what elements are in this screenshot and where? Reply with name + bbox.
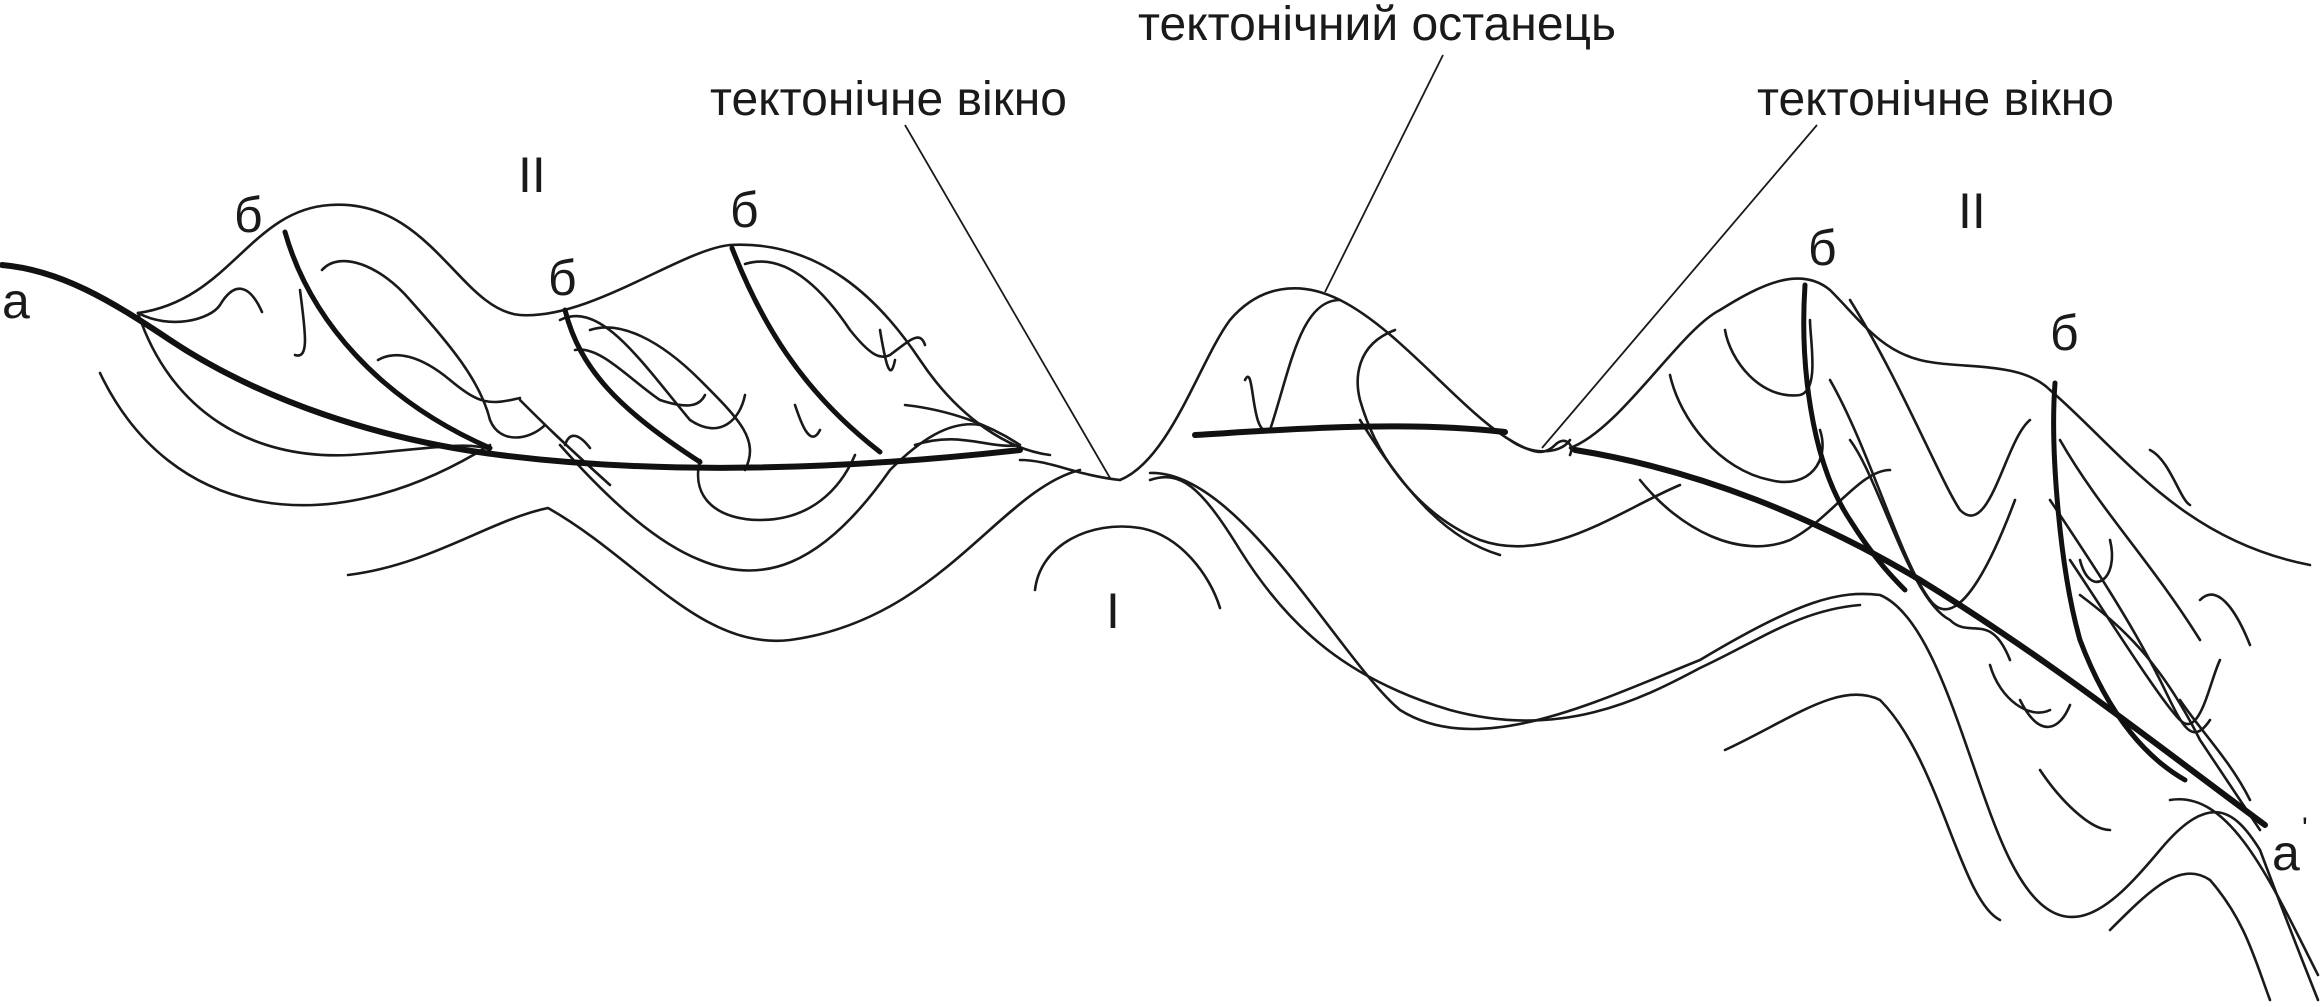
- fold-line: [2108, 872, 2272, 1002]
- fold-line: [1358, 418, 1502, 557]
- label-nappe-right: II: [1958, 183, 1986, 239]
- label-fault-b: б: [548, 250, 577, 306]
- fault-line: [282, 229, 493, 451]
- fold-line: [1356, 328, 1682, 548]
- fold-line: [320, 259, 547, 439]
- fold-line: [1033, 525, 1222, 610]
- labels: тектонічне вікно тектонічний останець те…: [2, 0, 2308, 881]
- label-prime-mark: ': [2302, 812, 2308, 845]
- fold-line: [1668, 373, 1824, 484]
- fold-line: [588, 326, 752, 472]
- fold-line: [518, 398, 612, 487]
- label-fault-b: б: [730, 182, 759, 238]
- fold-line: [2178, 698, 2252, 802]
- fold-line: [1268, 298, 1342, 432]
- fold-line: [558, 314, 747, 430]
- label-point-a-prime: а: [2272, 825, 2300, 881]
- fold-line: [793, 403, 822, 438]
- fold-line: [2078, 538, 2114, 584]
- fold-line: [293, 288, 307, 357]
- fold-line: [376, 353, 522, 404]
- fault-line: [562, 307, 703, 465]
- label-tectonic-outlier: тектонічний останець: [1138, 0, 1616, 51]
- fault-line: [1801, 282, 1908, 593]
- fold-line: [1723, 318, 1814, 397]
- fold-line: [346, 468, 1082, 643]
- fault-line: [2051, 380, 2188, 783]
- label-tectonic-window-left: тектонічне вікно: [710, 73, 1067, 126]
- fold-line: [136, 287, 264, 324]
- label-fault-b: б: [234, 187, 263, 243]
- fold-line: [2068, 558, 2222, 725]
- outlier-top-boundary: [1118, 287, 1572, 482]
- nappe-top-boundary: [1568, 277, 2312, 567]
- fold-line: [1988, 663, 2052, 714]
- fold-line: [1848, 298, 2032, 517]
- fold-line: [2048, 498, 2212, 734]
- fold-line: [1638, 468, 1892, 548]
- fold-line: [2018, 698, 2072, 729]
- right-nappe: [1568, 277, 2312, 832]
- autochthon-folds: [98, 371, 2320, 1002]
- fold-line: [573, 348, 707, 407]
- fold-line: [563, 434, 592, 450]
- thrust-line-right: [1572, 447, 2268, 828]
- fault-line: [729, 245, 883, 455]
- thrust-line-left: [0, 262, 1023, 471]
- label-tectonic-window-right: тектонічне вікно: [1757, 73, 2114, 126]
- label-point-a: а: [2, 273, 30, 329]
- fold-line: [1848, 438, 2012, 662]
- left-nappe: [136, 203, 1052, 572]
- fold-line: [1148, 475, 1862, 722]
- fold-line: [743, 260, 927, 359]
- label-autochthon: I: [1106, 583, 1120, 639]
- faults: [282, 229, 2188, 783]
- fold-line: [98, 371, 492, 507]
- window-left-trough: [1018, 458, 1122, 482]
- fold-line: [903, 403, 1022, 448]
- leader-outlier: [1324, 54, 1444, 293]
- leader-lines: [904, 54, 1818, 479]
- label-fault-b: б: [1808, 220, 1837, 276]
- main-thrust: [0, 262, 2268, 828]
- fold-line: [2058, 438, 2202, 642]
- fold-line: [558, 422, 982, 572]
- fold-line: [136, 311, 492, 457]
- fold-line: [1148, 471, 2320, 1002]
- fold-line: [1828, 378, 2017, 611]
- nappe-top-boundary: [136, 203, 1052, 457]
- leader-window-left: [904, 124, 1111, 479]
- fold-line: [2148, 448, 2192, 507]
- fold-line: [1243, 375, 1272, 433]
- fold-line: [2168, 797, 2320, 977]
- label-fault-b: б: [2050, 305, 2079, 361]
- fold-line: [2038, 768, 2112, 832]
- fold-line: [878, 328, 897, 372]
- fold-line: [696, 453, 857, 522]
- fold-line: [2198, 593, 2252, 647]
- thrust-line-center: [1192, 423, 1508, 438]
- leader-window-right: [1541, 124, 1818, 449]
- fold-line: [2078, 593, 2262, 832]
- label-nappe-left: II: [518, 147, 546, 203]
- fold-line: [1723, 693, 2002, 922]
